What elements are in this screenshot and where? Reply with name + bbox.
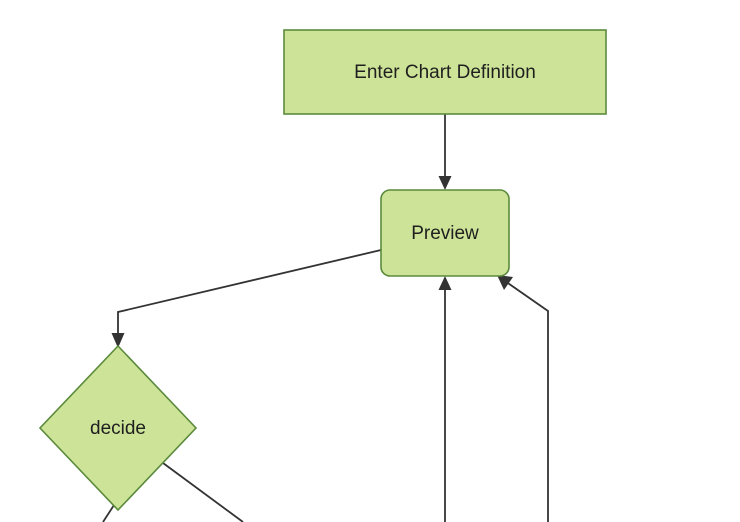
node-decide-shape[interactable] [38, 344, 198, 512]
node-preview-label: Preview [411, 223, 479, 244]
edge-offscreen-to-preview-right-line [504, 280, 549, 522]
edge-enter-to-preview-arrowhead [438, 176, 452, 190]
edge-offscreen-to-preview-right-arrowhead [497, 275, 513, 290]
edge-offscreen-to-preview-center-arrowhead [438, 276, 452, 290]
node-enter-chart-definition-label: Enter Chart Definition [354, 62, 536, 83]
node-enter-chart-definition[interactable]: Enter Chart Definition [283, 29, 607, 115]
edge-preview-to-decide-arrowhead [111, 333, 125, 348]
node-enter-chart-definition-shape[interactable] [283, 29, 607, 115]
edge-decide-out-right [162, 462, 244, 522]
node-preview-shape[interactable] [380, 189, 510, 277]
node-preview[interactable]: Preview [380, 189, 510, 277]
edge-offscreen-to-preview-right [497, 275, 549, 522]
node-decide[interactable]: decide [38, 344, 198, 512]
node-decide-label: decide [90, 418, 146, 439]
edge-preview-to-decide-line [117, 249, 382, 338]
edge-offscreen-to-preview-center [438, 276, 452, 522]
edge-preview-to-decide [111, 249, 382, 348]
edge-decide-out-right-line [162, 462, 244, 522]
edge-enter-to-preview [438, 114, 452, 190]
